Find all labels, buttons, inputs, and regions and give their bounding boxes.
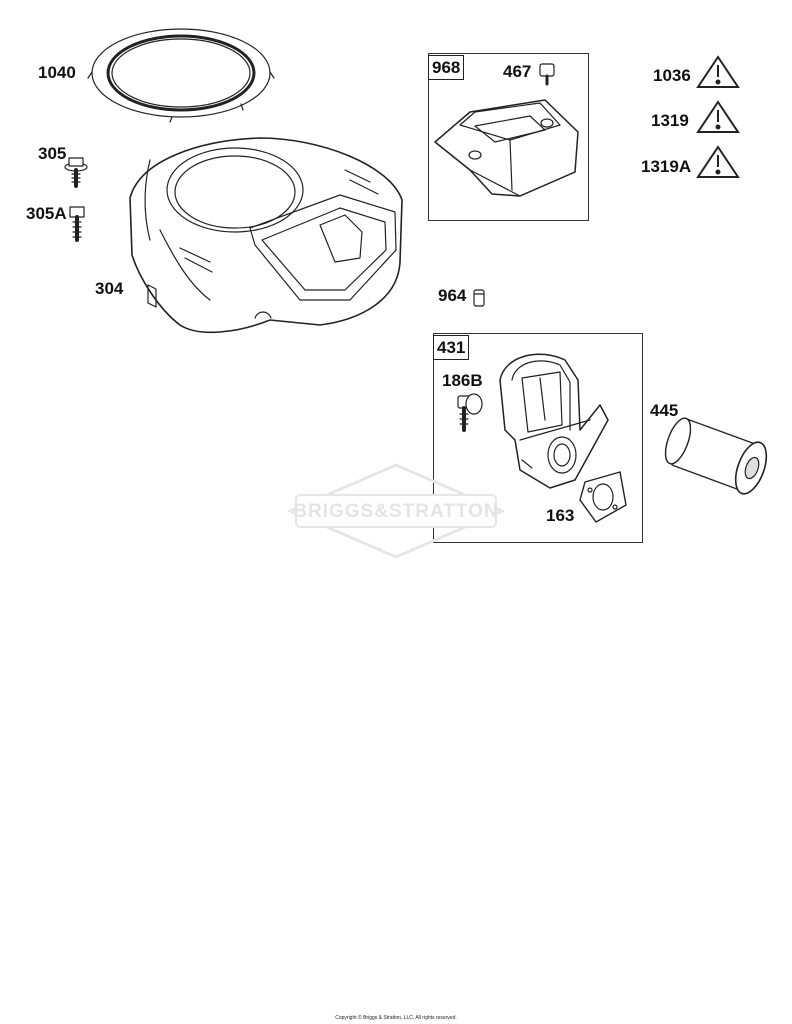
spacer-964-part <box>473 289 485 307</box>
cover-kit-frame <box>428 53 589 221</box>
fastener-467-part <box>539 63 555 86</box>
screw-305-part <box>64 157 88 188</box>
watermark-text: BRIGGS&STRATTON <box>293 501 499 522</box>
filter-445-part <box>664 417 768 495</box>
warning-triangle-icon <box>696 145 740 178</box>
label-housing: 304 <box>95 279 124 298</box>
cover-part <box>434 99 579 197</box>
screw-305a-part <box>69 206 85 242</box>
label-gasket: 163 <box>546 506 575 525</box>
warning-triangle-icon <box>696 100 740 133</box>
label-elbow-screw: 186B <box>442 371 483 390</box>
copyright-notice: Copyright © Briggs & Stratton, LLC. All … <box>335 1015 457 1021</box>
warning-triangle-icon <box>696 55 740 88</box>
label-warning-c: 1319A <box>641 157 692 176</box>
air-cleaner-body-part <box>499 353 609 489</box>
label-filter: 445 <box>650 401 679 420</box>
label-cover-fastener: 467 <box>503 62 532 81</box>
label-screw-alt: 305A <box>26 204 67 223</box>
air-cleaner-kit-frame <box>433 333 643 543</box>
label-ring: 1040 <box>38 63 76 82</box>
label-warning-a: 1036 <box>653 66 691 85</box>
gasket-163-part <box>579 471 627 523</box>
label-cover-kit: 968 <box>428 55 465 80</box>
blower-housing-part <box>129 137 403 334</box>
label-spacer: 964 <box>438 286 467 305</box>
label-warning-b: 1319 <box>651 111 689 130</box>
screw-186b-part <box>457 393 483 432</box>
brand-watermark: BRIGGS&STRATTON <box>286 463 506 559</box>
label-screw: 305 <box>38 144 67 163</box>
label-air-cleaner-kit: 431 <box>433 335 470 360</box>
ring-part <box>87 28 275 123</box>
